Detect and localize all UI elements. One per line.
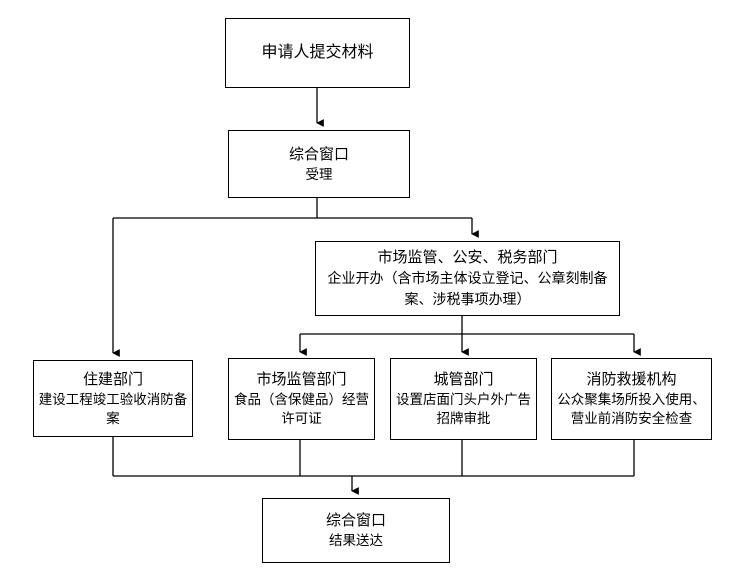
node-title: 综合窗口 [325, 512, 386, 529]
node-housing-department[interactable]: 住建部门 建设工程竣工验收消防备案 [33, 360, 193, 437]
node-title: 市场监管、公安、税务部门 [377, 248, 558, 266]
node-title: 市场监管部门 [256, 371, 347, 388]
node-subtitle: 食品（含保健品）经营许可证 [234, 392, 369, 426]
node-title: 消防救援机构 [586, 371, 677, 388]
node-result-delivery[interactable]: 综合窗口 结果送达 [262, 498, 450, 563]
node-title: 住建部门 [82, 370, 143, 388]
node-market-supervision-department[interactable]: 市场监管部门 食品（含保健品）经营许可证 [228, 358, 375, 440]
node-subtitle: 公众聚集场所投入使用、营业前消防安全检查 [557, 392, 706, 426]
node-title: 综合窗口 [288, 145, 349, 163]
node-intake-window[interactable]: 综合窗口 受理 [228, 130, 410, 198]
node-subtitle: 设置店面门头户外广告招牌审批 [396, 392, 531, 426]
node-enterprise-startup[interactable]: 市场监管、公安、税务部门 企业开办（含市场主体设立登记、公章刻制备案、涉税事项办… [315, 241, 620, 316]
node-subtitle: 受理 [305, 166, 333, 182]
node-urban-management-department[interactable]: 城管部门 设置店面门头户外广告招牌审批 [390, 358, 537, 440]
node-title: 城管部门 [433, 371, 494, 388]
node-title: 申请人提交材料 [261, 44, 374, 61]
node-subtitle: 企业开办（含市场主体设立登记、公章刻制备案、涉税事项办理） [327, 269, 608, 307]
node-applicant-submit[interactable]: 申请人提交材料 [225, 18, 410, 88]
node-fire-rescue-agency[interactable]: 消防救援机构 公众聚集场所投入使用、营业前消防安全检查 [551, 358, 712, 440]
node-subtitle: 建设工程竣工验收消防备案 [38, 391, 188, 426]
node-subtitle: 结果送达 [329, 533, 383, 548]
